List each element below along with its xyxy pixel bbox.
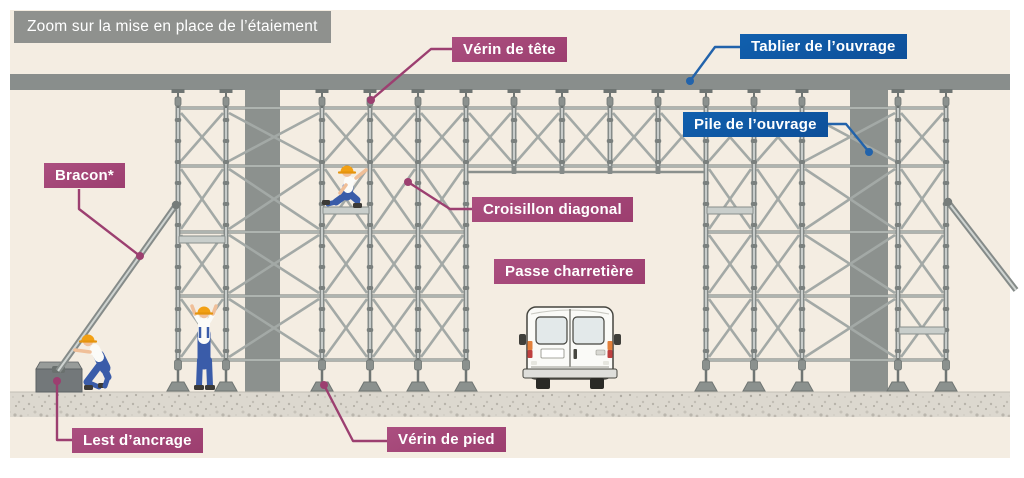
diagram-title: Zoom sur la mise en place de l’étaiement	[14, 11, 331, 43]
label-verin-de-tete: Vérin de tête	[452, 37, 567, 62]
label-pile-de-l-ouvrage: Pile de l’ouvrage	[683, 112, 828, 137]
label-verin-de-pied: Vérin de pied	[387, 427, 506, 452]
ground	[10, 391, 1010, 417]
van	[519, 306, 621, 389]
scaffolding	[166, 89, 958, 392]
label-passe-charretiere: Passe charretière	[494, 259, 645, 284]
label-croisillon-diagonal: Croisillon diagonal	[472, 197, 633, 222]
label-tablier-de-l-ouvrage: Tablier de l’ouvrage	[740, 34, 907, 59]
label-bracon: Bracon*	[44, 163, 125, 188]
leader-lines	[53, 45, 873, 443]
worker-on-platform	[322, 165, 368, 208]
worker-standing	[190, 304, 218, 390]
label-lest-d-ancrage: Lest d’ancrage	[72, 428, 203, 453]
worker-kneeling-anchor	[73, 334, 112, 390]
